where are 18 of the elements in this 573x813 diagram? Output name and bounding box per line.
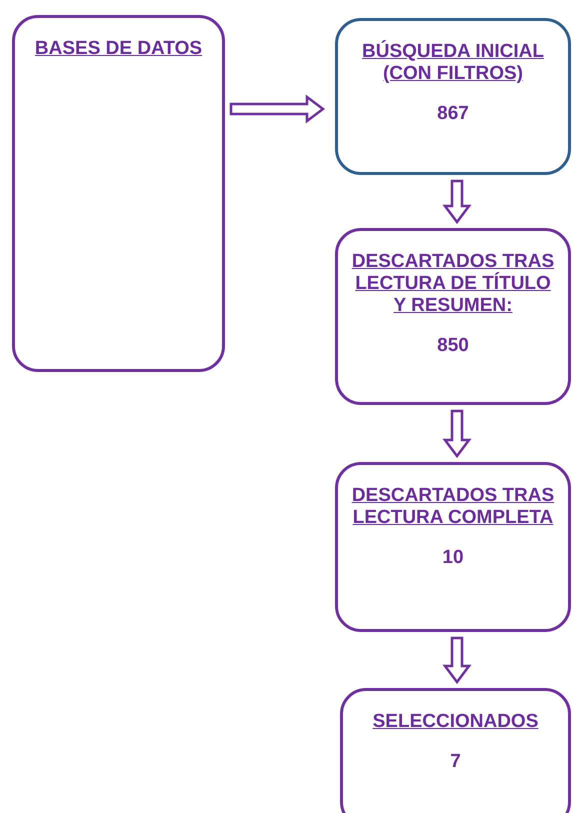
box-heading: SELECCIONADOS <box>372 711 540 733</box>
count-value: 7 <box>449 751 462 773</box>
process-box <box>340 688 571 813</box>
box-heading: BÚSQUEDA INICIAL (CON FILTROS) <box>361 41 545 85</box>
process-box <box>335 462 571 632</box>
box-heading: DESCARTADOS TRAS LECTURA COMPLETA <box>350 485 556 529</box>
box-heading: DESCARTADOS TRAS LECTURA DE TÍTULO Y RESUMEN: <box>350 251 556 317</box>
count-value: 867 <box>436 103 470 125</box>
block-arrow <box>442 180 472 224</box>
block-arrow <box>442 636 472 684</box>
process-box <box>335 228 571 405</box>
process-box <box>12 15 225 372</box>
block-arrow <box>230 94 326 124</box>
count-value: 850 <box>436 335 470 357</box>
block-arrow <box>442 410 472 458</box>
count-value: 10 <box>441 547 465 569</box>
box-heading: BASES DE DATOS <box>34 38 204 60</box>
process-box <box>335 18 571 175</box>
